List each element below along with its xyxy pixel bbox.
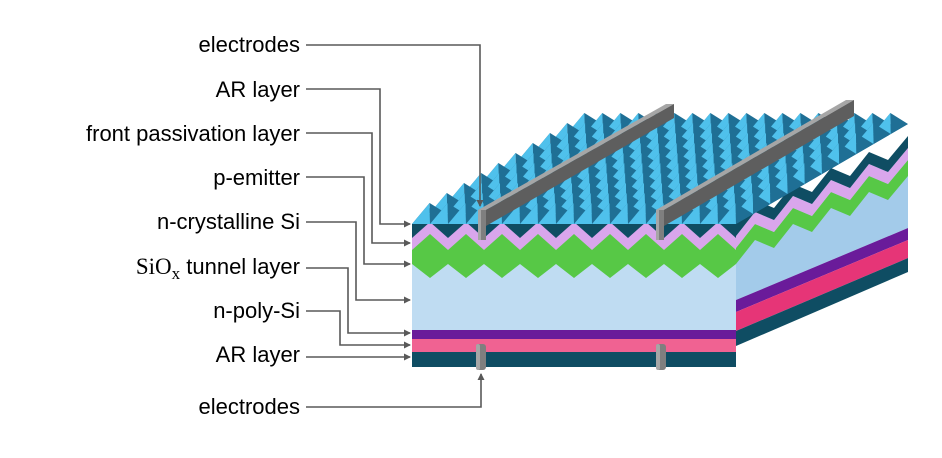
leader-n-crystalline-si xyxy=(306,221,411,304)
leader-lines xyxy=(306,44,485,408)
ar-pyramid-face xyxy=(412,203,430,224)
ar-pyramid-face xyxy=(538,203,556,224)
n-poly-si-layer xyxy=(412,339,736,352)
ar-pyramid-face xyxy=(838,143,857,164)
ar-pyramid-face xyxy=(448,203,466,224)
ar-pyramid-face xyxy=(520,203,538,224)
ar-pyramid-face xyxy=(821,153,840,174)
front-electrode-2 xyxy=(656,100,854,240)
solar-cell xyxy=(412,100,908,370)
leader-electrodes-top xyxy=(306,44,484,207)
ar-pyramid-face xyxy=(735,203,754,224)
ar-pyramid-face xyxy=(537,203,556,224)
label-siox-base: SiO xyxy=(136,254,172,279)
ar-pyramid-face xyxy=(627,203,646,224)
ar-pyramid-face xyxy=(591,203,610,224)
ar-pyramid-face xyxy=(752,193,771,214)
leader-front-passivation xyxy=(306,132,411,247)
side-passivation-band xyxy=(736,148,908,248)
front-passivation-layer xyxy=(412,220,736,250)
label-siox-tunnel: SiOx tunnel layer xyxy=(136,254,300,283)
label-ar-layer-top: AR layer xyxy=(216,77,300,102)
rear-ar-layer xyxy=(412,352,736,367)
ar-pyramid-face xyxy=(718,203,736,224)
p-emitter-layer xyxy=(412,232,736,278)
ar-pyramid-face xyxy=(430,203,448,224)
ar-pyramid-face xyxy=(429,203,448,224)
rear-ar-side xyxy=(736,258,908,346)
leader-ar-layer-top xyxy=(306,88,411,228)
ar-pyramid-face xyxy=(699,203,718,224)
ar-pyramid-face xyxy=(447,203,466,224)
ar-pyramid-face xyxy=(573,203,592,224)
tunnel-layer-side xyxy=(736,228,908,312)
rear-electrode-2 xyxy=(656,344,666,370)
ar-pyramid-face xyxy=(609,203,628,224)
siox-tunnel-layer xyxy=(412,330,736,339)
label-electrodes-top: electrodes xyxy=(198,32,300,57)
ar-pyramid-face xyxy=(555,203,574,224)
ar-pyramid-face xyxy=(717,203,736,224)
ar-pyramid-face xyxy=(610,203,628,224)
leader-electrodes-bottom xyxy=(306,373,485,408)
label-p-emitter: p-emitter xyxy=(213,165,300,190)
label-ar-layer-bottom: AR layer xyxy=(216,342,300,367)
layer-labels: electrodes AR layer front passivation la… xyxy=(86,32,300,419)
ar-pyramid-face xyxy=(890,113,908,134)
label-siox-sub: x xyxy=(172,264,181,283)
ar-pyramid-face xyxy=(556,203,574,224)
side-emitter-band xyxy=(736,160,908,264)
label-siox-rest: tunnel layer xyxy=(180,254,300,279)
label-n-poly-si: n-poly-Si xyxy=(213,298,300,323)
ar-pyramid-face xyxy=(804,163,822,184)
n-crystalline-si-layer xyxy=(412,258,736,330)
ar-pyramid-face xyxy=(628,203,646,224)
poly-si-side xyxy=(736,240,908,331)
label-n-crystalline-si: n-crystalline Si xyxy=(157,209,300,234)
label-front-passivation: front passivation layer xyxy=(86,121,300,146)
ar-pyramid-face xyxy=(700,203,718,224)
label-electrodes-bottom: electrodes xyxy=(198,394,300,419)
ar-pyramid-face xyxy=(645,203,664,224)
rear-electrode-1 xyxy=(476,344,486,370)
ar-pyramid-face xyxy=(574,203,592,224)
leader-siox-tunnel xyxy=(306,267,411,337)
ar-pyramid-face xyxy=(682,203,700,224)
ar-pyramid-face xyxy=(787,173,805,194)
ar-pyramid-face xyxy=(856,133,874,154)
ar-pyramid-face xyxy=(770,183,788,204)
ar-pyramid-face xyxy=(873,123,891,144)
side-dark-band xyxy=(736,136,908,236)
front-electrode-1 xyxy=(478,104,674,240)
ar-pyramid-face xyxy=(519,203,538,224)
ar-pyramid-face xyxy=(592,203,610,224)
leader-p-emitter xyxy=(306,176,411,268)
ar-pyramid-face xyxy=(465,203,484,224)
leader-n-poly-si xyxy=(306,310,411,349)
